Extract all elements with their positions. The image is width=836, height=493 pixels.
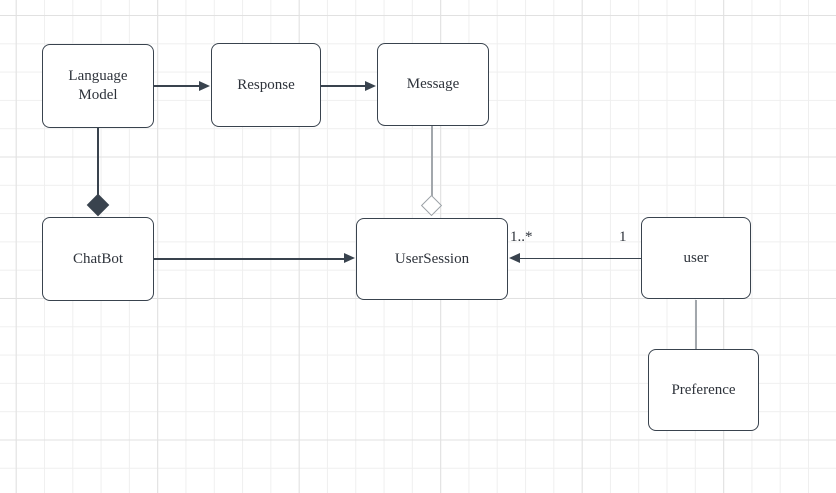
node-label: Message: [406, 76, 460, 92]
edge-user-preference[interactable]: [695, 300, 697, 349]
node-label: Response: [237, 76, 295, 93]
edge-user-usersession[interactable]: [519, 257, 641, 259]
composition-diamond-icon: [86, 193, 110, 217]
arrowhead-right-icon: [365, 81, 376, 91]
node-label: ChatBot: [72, 250, 123, 267]
edge-languagemodel-chatbot[interactable]: [97, 128, 99, 195]
arrowhead-left-icon: [509, 252, 520, 263]
multiplicity-label-target[interactable]: 1..*: [510, 229, 533, 245]
node-language-model[interactable]: Language Model: [42, 44, 154, 128]
node-label: UserSession: [394, 250, 470, 267]
node-label: Language Model: [68, 68, 128, 103]
node-chatbot[interactable]: ChatBot: [42, 217, 154, 301]
edge-languagemodel-response[interactable]: [154, 85, 200, 87]
arrowhead-right-icon: [199, 81, 210, 91]
node-label: Preference: [671, 381, 736, 398]
aggregation-diamond-icon: [420, 194, 443, 217]
arrowhead-right-icon: [344, 253, 355, 263]
edge-response-message[interactable]: [321, 85, 366, 87]
edge-message-usersession[interactable]: [431, 126, 433, 196]
node-message[interactable]: Message: [377, 43, 489, 126]
node-user[interactable]: user: [641, 217, 751, 299]
multiplicity-label-source[interactable]: 1: [619, 229, 627, 245]
node-preference[interactable]: Preference: [648, 349, 759, 431]
node-label: user: [683, 249, 709, 266]
edge-chatbot-usersession[interactable]: [154, 258, 345, 260]
node-usersession[interactable]: UserSession: [356, 218, 508, 300]
node-response[interactable]: Response: [211, 43, 321, 127]
